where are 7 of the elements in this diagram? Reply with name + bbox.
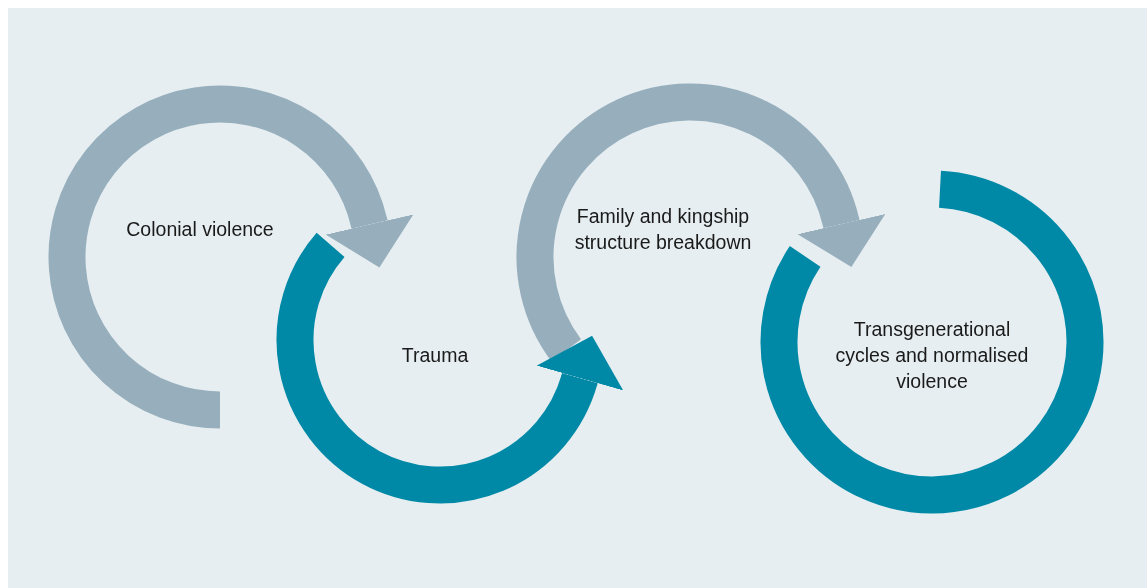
node-label: Transgenerational cycles and normalised violence bbox=[834, 317, 1030, 394]
arrow bbox=[325, 214, 414, 268]
arrow bbox=[536, 335, 624, 391]
arrow bbox=[797, 213, 886, 267]
node-label: Family and kingship structure breakdown bbox=[573, 204, 753, 255]
node-label: Trauma bbox=[400, 343, 470, 368]
node-label: Colonial violence bbox=[125, 217, 275, 242]
